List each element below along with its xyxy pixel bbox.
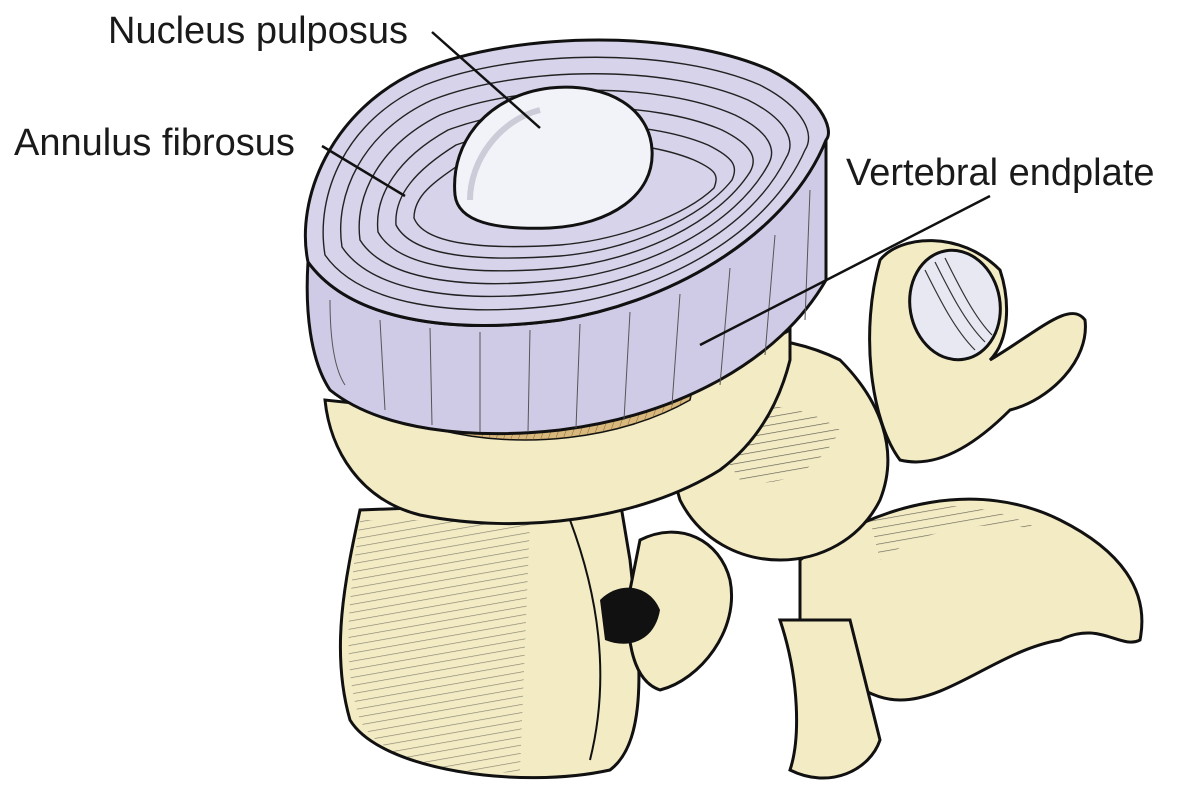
vertebral-body	[340, 500, 639, 778]
annulus-fibrosus-label: Annulus fibrosus	[14, 124, 295, 162]
vertebral-endplate-label: Vertebral endplate	[846, 154, 1154, 192]
nucleus-pulposus-label: Nucleus pulposus	[108, 12, 408, 50]
